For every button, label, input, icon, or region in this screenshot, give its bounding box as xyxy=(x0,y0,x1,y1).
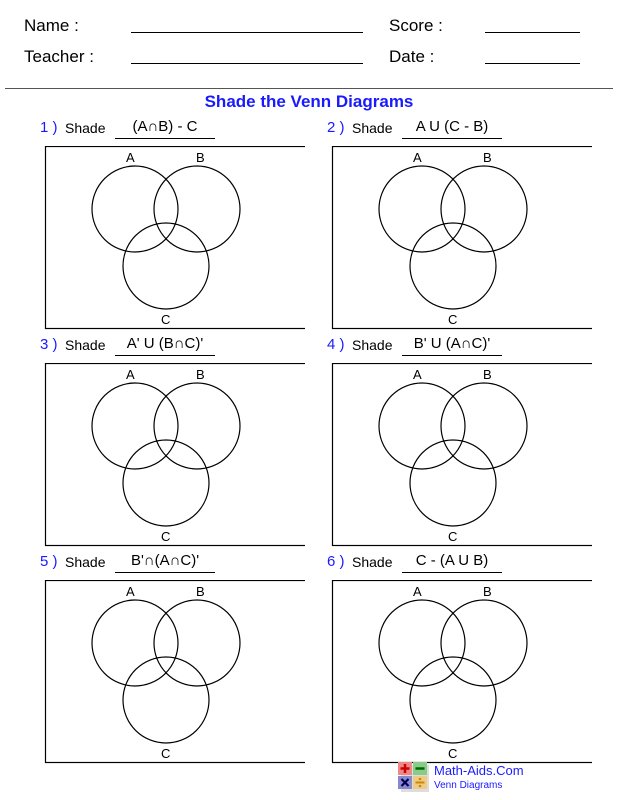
circle-c[interactable] xyxy=(409,656,497,744)
venn-diagram[interactable]: A B C xyxy=(327,363,592,549)
venn-diagram[interactable]: A B C xyxy=(327,146,592,332)
problem-number: 3 ) xyxy=(40,336,58,353)
shade-label: Shade xyxy=(352,120,393,136)
problem-2: 2 ) Shade A U (C - B) A B C xyxy=(327,118,597,339)
score-label: Score : xyxy=(389,16,443,35)
set-expression: C - (A U B) xyxy=(402,552,502,573)
problem-number: 1 ) xyxy=(40,119,58,136)
problem-6: 6 ) Shade C - (A U B) A B C xyxy=(327,552,597,773)
problem-4: 4 ) Shade B' U (A∩C)' A B C xyxy=(327,335,597,556)
label-a: A xyxy=(413,150,422,165)
label-b: B xyxy=(196,367,205,382)
teacher-field[interactable] xyxy=(131,63,363,64)
venn-diagram[interactable]: A B C xyxy=(40,580,305,766)
page-title: Shade the Venn Diagrams xyxy=(204,92,414,111)
label-c: C xyxy=(448,529,457,544)
circle-a[interactable] xyxy=(91,165,179,253)
universal-set-box xyxy=(331,580,592,764)
label-c: C xyxy=(448,746,457,761)
universal-set-box xyxy=(331,363,592,547)
shade-label: Shade xyxy=(65,337,106,353)
math-aids-logo-icon xyxy=(398,762,429,792)
shade-label: Shade xyxy=(352,337,393,353)
label-a: A xyxy=(126,367,135,382)
universal-set-box xyxy=(44,580,305,764)
problem-5: 5 ) Shade B'∩(A∩C)' A B C xyxy=(40,552,310,773)
problem-number: 2 ) xyxy=(327,119,345,136)
problem-1: 1 ) Shade (A∩B) - C A B C xyxy=(40,118,310,339)
score-field[interactable] xyxy=(485,32,580,33)
set-expression: B' U (A∩C)' xyxy=(402,335,502,356)
circle-b[interactable] xyxy=(440,599,528,687)
footer-subtitle: Venn Diagrams xyxy=(434,780,503,791)
label-c: C xyxy=(161,312,170,327)
shade-label: Shade xyxy=(65,554,106,570)
set-expression: A U (C - B) xyxy=(402,118,502,139)
set-expression: A' U (B∩C)' xyxy=(115,335,215,356)
universal-set-box xyxy=(44,363,305,547)
circle-c[interactable] xyxy=(122,656,210,744)
date-label: Date : xyxy=(389,47,435,66)
label-a: A xyxy=(413,584,422,599)
name-label: Name : xyxy=(24,16,79,35)
label-b: B xyxy=(196,584,205,599)
circle-b[interactable] xyxy=(153,165,241,253)
venn-diagram[interactable]: A B C xyxy=(40,146,305,332)
venn-diagram[interactable]: A B C xyxy=(327,580,592,766)
circle-a[interactable] xyxy=(378,165,466,253)
circle-a[interactable] xyxy=(91,382,179,470)
label-a: A xyxy=(413,367,422,382)
label-b: B xyxy=(196,150,205,165)
shade-label: Shade xyxy=(352,554,393,570)
circle-b[interactable] xyxy=(153,382,241,470)
footer-brand: Math-Aids.Com xyxy=(434,763,524,778)
label-c: C xyxy=(161,529,170,544)
label-b: B xyxy=(483,584,492,599)
circle-b[interactable] xyxy=(440,382,528,470)
circle-c[interactable] xyxy=(409,439,497,527)
teacher-label: Teacher : xyxy=(24,47,94,66)
name-field[interactable] xyxy=(131,32,363,33)
circle-b[interactable] xyxy=(440,165,528,253)
shade-label: Shade xyxy=(65,120,106,136)
label-a: A xyxy=(126,584,135,599)
circle-c[interactable] xyxy=(409,222,497,310)
date-field[interactable] xyxy=(485,63,580,64)
set-expression: B'∩(A∩C)' xyxy=(115,552,215,573)
label-b: B xyxy=(483,367,492,382)
circle-a[interactable] xyxy=(91,599,179,687)
universal-set-box xyxy=(44,146,305,330)
circle-b[interactable] xyxy=(153,599,241,687)
circle-c[interactable] xyxy=(122,439,210,527)
problem-3: 3 ) Shade A' U (B∩C)' A B C xyxy=(40,335,310,556)
venn-diagram[interactable]: A B C xyxy=(40,363,305,549)
problem-number: 4 ) xyxy=(327,336,345,353)
circle-c[interactable] xyxy=(122,222,210,310)
set-expression: (A∩B) - C xyxy=(115,118,215,139)
circle-a[interactable] xyxy=(378,382,466,470)
circle-a[interactable] xyxy=(378,599,466,687)
header-divider xyxy=(5,88,613,89)
label-a: A xyxy=(126,150,135,165)
problem-number: 6 ) xyxy=(327,553,345,570)
label-c: C xyxy=(448,312,457,327)
universal-set-box xyxy=(331,146,592,330)
label-c: C xyxy=(161,746,170,761)
problem-number: 5 ) xyxy=(40,553,58,570)
label-b: B xyxy=(483,150,492,165)
